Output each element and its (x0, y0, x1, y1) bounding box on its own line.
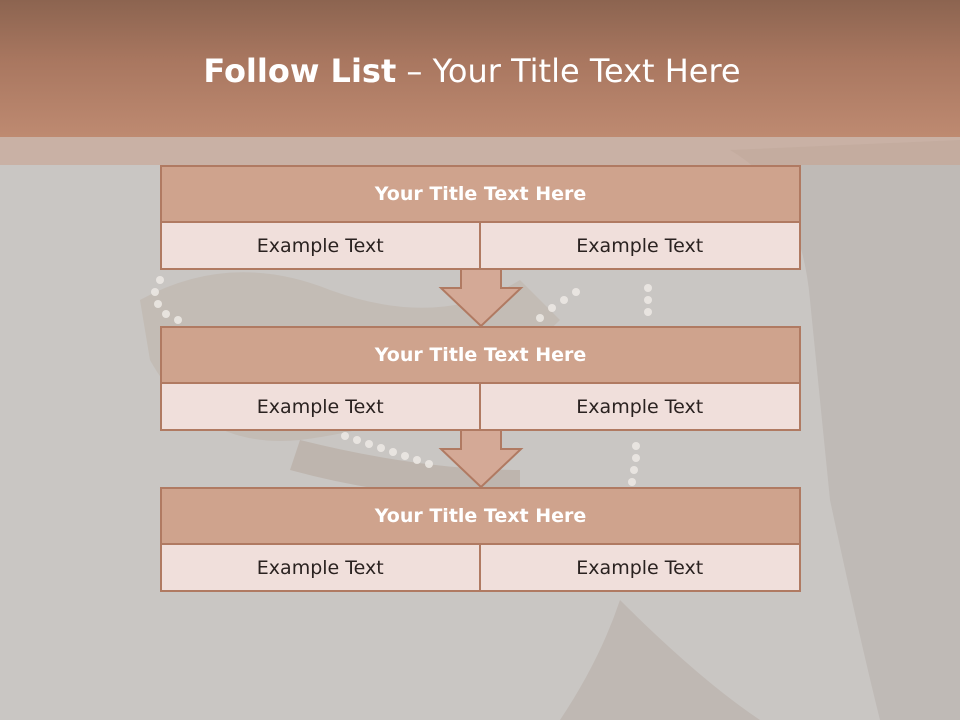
slide-title-bold: Follow List (203, 52, 397, 90)
step-title: Your Title Text Here (162, 167, 799, 223)
slide-title-rest: – Your Title Text Here (396, 52, 741, 90)
slide-title: Follow List – Your Title Text Here (0, 52, 944, 90)
header-strip (0, 137, 960, 165)
step-block-1: Your Title Text Here Example Text Exampl… (160, 165, 801, 270)
step-left-text: Example Text (162, 223, 481, 268)
step-title: Your Title Text Here (162, 328, 799, 384)
step-left-text: Example Text (162, 384, 481, 429)
step-left-text: Example Text (162, 545, 481, 590)
down-arrow-icon (438, 268, 524, 328)
step-right-text: Example Text (576, 556, 704, 579)
step-right-text: Example Text (576, 395, 704, 418)
header-band (0, 0, 960, 137)
step-title: Your Title Text Here (162, 489, 799, 545)
step-block-2: Your Title Text Here Example Text Exampl… (160, 326, 801, 431)
step-right-text: Example Text (576, 234, 704, 257)
step-block-3: Your Title Text Here Example Text Exampl… (160, 487, 801, 592)
down-arrow-icon (438, 429, 524, 489)
